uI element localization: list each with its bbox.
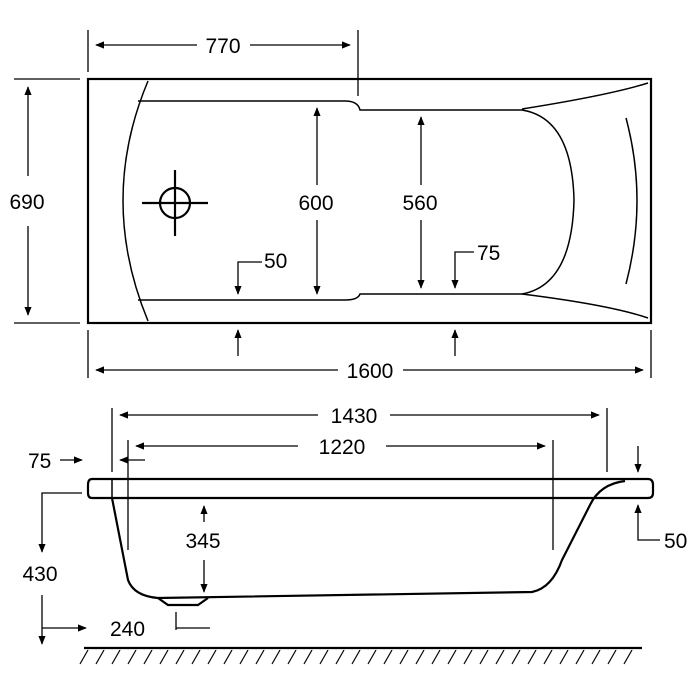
tub-rim [86, 477, 655, 500]
dim-345: 345 [185, 530, 220, 553]
dim-75-side: 75 [28, 450, 51, 473]
side-view: 1430 1220 75 50 345 430 240 [22, 405, 687, 665]
tub-inner-well [138, 100, 575, 301]
floor-hatching [79, 649, 633, 665]
dim-430: 430 [22, 563, 57, 586]
dim-50-side: 50 [664, 530, 687, 553]
head-end-curve-bottom [521, 293, 649, 319]
dim-1600: 1600 [347, 360, 394, 383]
dim-770: 770 [205, 35, 240, 58]
plan-view: 770 690 600 560 50 75 1600 [9, 30, 653, 383]
drain-icon [142, 170, 208, 236]
dim-690: 690 [9, 191, 44, 214]
dim-560: 560 [402, 192, 437, 215]
dim-240: 240 [110, 618, 145, 641]
foot-end-curve [122, 80, 149, 322]
head-end-arc [625, 117, 638, 285]
drain-outlet [157, 597, 209, 607]
head-end-curve-top [521, 82, 649, 110]
dim-50-plan: 50 [264, 250, 287, 273]
dim-1430: 1430 [331, 405, 378, 428]
dim-600: 600 [298, 192, 333, 215]
dim-75-plan: 75 [477, 242, 500, 265]
tub-body [110, 479, 626, 600]
tub-outline [86, 77, 653, 325]
dim-1220: 1220 [319, 436, 366, 459]
